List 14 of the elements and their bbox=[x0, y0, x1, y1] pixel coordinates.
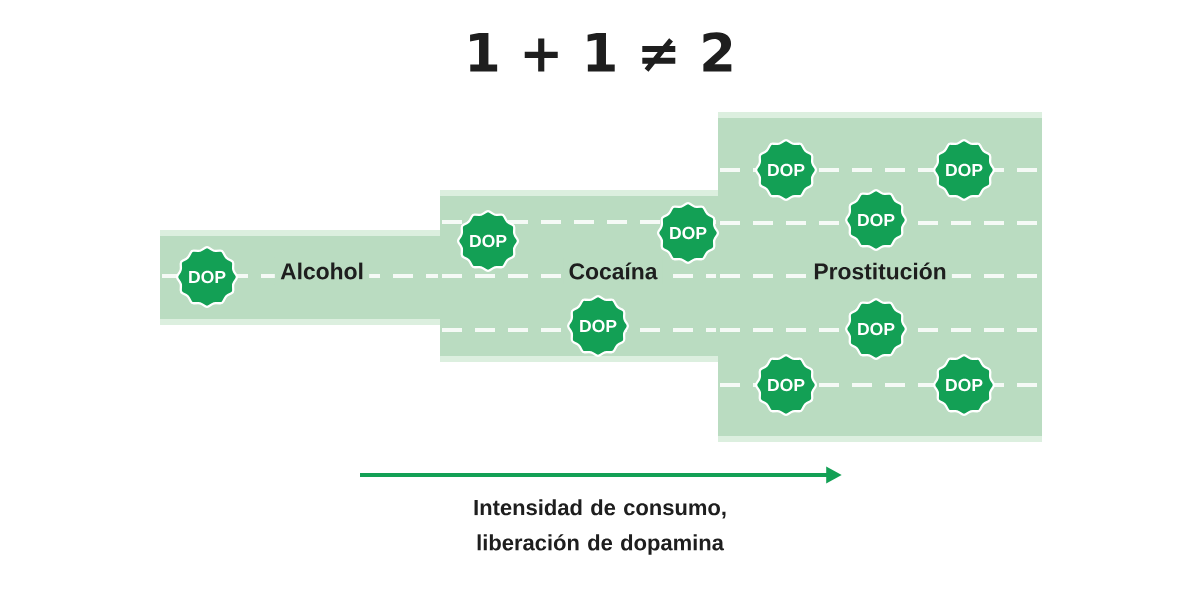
dop-badge: DOP bbox=[657, 202, 719, 264]
node-label: Alcohol bbox=[280, 262, 363, 280]
dop-badge: DOP bbox=[933, 139, 995, 201]
title: 1 + 1 ≠ 2 bbox=[470, 32, 732, 72]
caption-text: Intensidad de consumo, liberación de dopamina bbox=[474, 499, 726, 555]
dop-badge: DOP bbox=[845, 189, 907, 251]
dop-badge: DOP bbox=[567, 295, 629, 357]
dop-badge: DOP bbox=[176, 246, 238, 308]
dop-badge: DOP bbox=[457, 210, 519, 272]
dop-badge: DOP bbox=[933, 354, 995, 416]
dop-badge: DOP bbox=[755, 354, 817, 416]
node-label: Cocaína bbox=[569, 262, 658, 280]
dop-badge: DOP bbox=[845, 298, 907, 360]
dop-badge: DOP bbox=[755, 139, 817, 201]
